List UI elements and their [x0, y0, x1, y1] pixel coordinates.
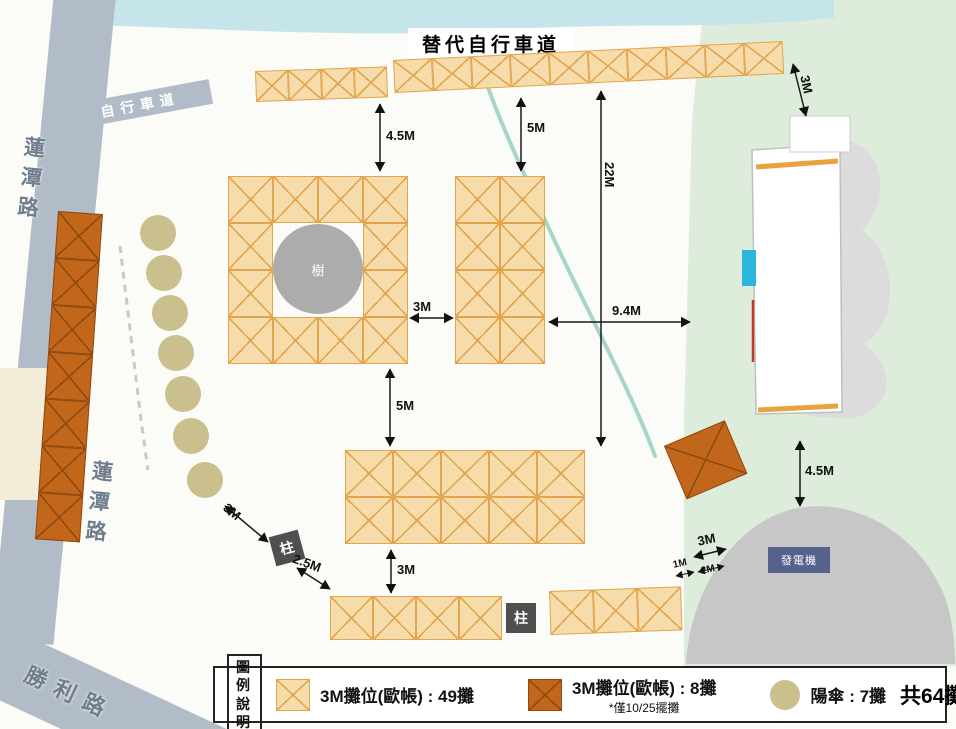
stage-edge-bottom — [757, 403, 839, 413]
stall-cell-light — [489, 450, 537, 497]
water-area — [56, 0, 834, 34]
dimension-label: 2M — [700, 563, 716, 577]
stall-cell-light — [330, 596, 373, 640]
umbrella-marker — [140, 215, 176, 251]
legend-note-dark: *僅10/25擺攤 — [608, 700, 680, 715]
stall-cell-light — [318, 317, 363, 364]
legend-item-light-stall: 3M攤位(歐帳) : 49攤 — [276, 678, 474, 711]
stall-cell-light — [363, 176, 408, 223]
legend-label-light: 3M攤位(歐帳) : 49攤 — [320, 687, 474, 706]
legend-label-umbrella: 陽傘 : 7攤 — [810, 687, 887, 706]
umbrella-marker — [187, 462, 223, 498]
umbrella-marker — [152, 295, 188, 331]
dimension-label: 4.5M — [386, 128, 415, 143]
dimension-label: 3M — [413, 299, 432, 314]
gray-mound-area — [686, 506, 955, 664]
stall-cell-light — [537, 497, 585, 544]
stall-cell-light — [273, 176, 318, 223]
dimension-label: 3M — [797, 74, 816, 95]
stall-cell-light — [500, 270, 545, 317]
stall-cell-light — [393, 497, 441, 544]
stage-edge-top — [755, 158, 839, 170]
stall-cell-light — [455, 176, 500, 223]
stall-cell-light — [228, 270, 273, 317]
stall-cell-light — [363, 223, 408, 270]
building-annex — [789, 115, 851, 153]
stall-cell-light — [537, 450, 585, 497]
dark-stall-swatch-icon — [527, 678, 562, 711]
stall-cell-light — [416, 596, 459, 640]
stall-cell-light — [441, 497, 489, 544]
stall-bottom-block — [345, 450, 585, 544]
stall-cell-light — [455, 317, 500, 364]
dimension-label: 4.5M — [805, 463, 834, 478]
dimension-label: 5M — [396, 398, 415, 413]
legend-title-line2: 說 明 — [236, 695, 253, 729]
dimension-label: 9.4M — [612, 303, 641, 318]
umbrella-swatch-icon — [770, 679, 801, 710]
legend-item-dark-stall: 3M攤位(歐帳) : 8攤 *僅10/25擺攤 — [527, 674, 717, 716]
dimension-label: 2.5M — [290, 551, 324, 575]
stall-cell-light — [441, 450, 489, 497]
legend-title: 圖 例 說 明 — [227, 654, 262, 729]
legend-dark-text: 3M攤位(歐帳) : 8攤 *僅10/25擺攤 — [572, 674, 717, 716]
stall-cell-light — [363, 270, 408, 317]
stall-cell-light — [228, 317, 273, 364]
dimension-label: 3M — [397, 562, 416, 577]
dimension-label: 5M — [527, 120, 546, 135]
pillar-marker-2: 柱 — [506, 603, 536, 633]
umbrella-marker — [146, 255, 182, 291]
dimension-label: 3M — [696, 530, 717, 549]
stall-cell-light — [273, 317, 318, 364]
legend-total: 共64攤 — [900, 684, 956, 708]
tree-label: 樹 — [311, 262, 325, 278]
generator-marker: 發電機 — [768, 547, 830, 573]
stall-cell-light — [500, 176, 545, 223]
legend: 圖 例 說 明 3M攤位(歐帳) : 49攤 3M攤位(歐帳) : 8攤 *僅1… — [213, 654, 956, 729]
stall-cell-light — [373, 596, 416, 640]
stall-cell-light — [500, 317, 545, 364]
stall-cell-light — [345, 497, 393, 544]
legend-title-line1: 圖 例 — [236, 659, 253, 694]
dimension-label: 1M — [672, 557, 688, 571]
stall-cell-light — [500, 223, 545, 270]
stall-cell-light — [455, 270, 500, 317]
stall-cell-light — [345, 450, 393, 497]
dimension-label: 3M — [220, 500, 244, 524]
light-stall-swatch-icon — [276, 678, 310, 711]
stall-cell-light — [455, 223, 500, 270]
umbrella-marker — [173, 418, 209, 454]
stall-bottom-row-left — [330, 596, 502, 640]
stall-ring-block — [228, 176, 408, 364]
legend-label-dark: 3M攤位(歐帳) : 8攤 — [571, 678, 717, 698]
stall-cell-light — [459, 596, 502, 640]
stall-cell-light — [363, 317, 408, 364]
umbrella-marker — [165, 376, 201, 412]
stall-cell-light — [228, 223, 273, 270]
legend-item-umbrella: 陽傘 : 7攤 — [770, 679, 887, 710]
stall-mid-block — [455, 176, 545, 364]
stall-cell-light — [318, 176, 363, 223]
stall-cell-light — [489, 497, 537, 544]
stall-cell-light — [228, 176, 273, 223]
dimension-label: 22M — [602, 162, 617, 188]
stall-cell-light — [393, 450, 441, 497]
stream-line — [468, 28, 657, 458]
screen-marker — [742, 250, 756, 286]
tree-marker: 樹 — [273, 224, 363, 314]
umbrella-marker — [158, 335, 194, 371]
